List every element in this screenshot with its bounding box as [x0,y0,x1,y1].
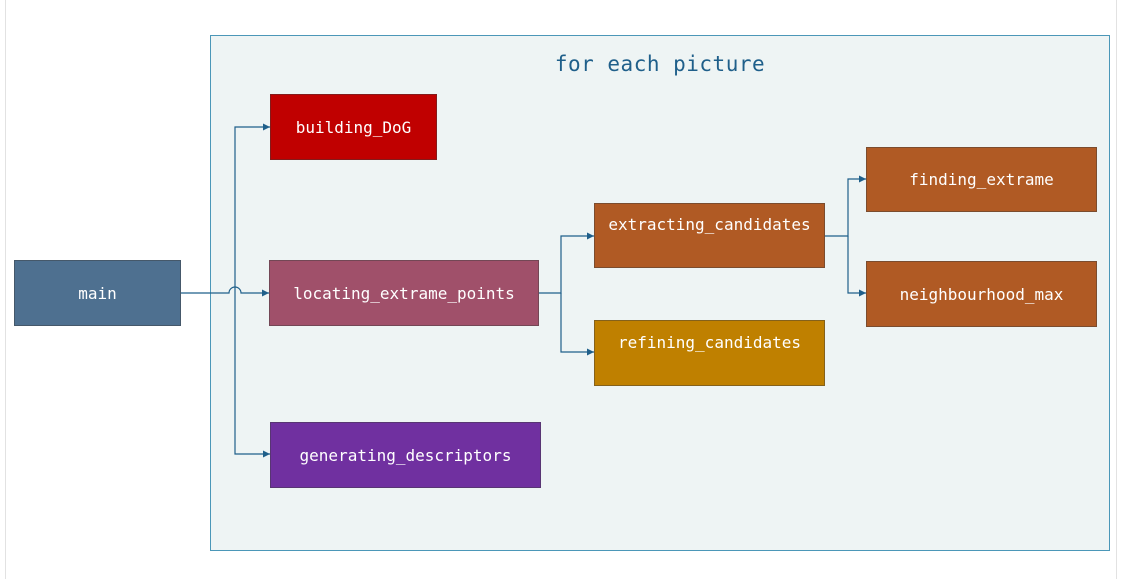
node-finding-extrame[interactable]: finding_extrame [866,147,1097,212]
node-neighbourhood-max-label: neighbourhood_max [899,284,1064,304]
page-frame [5,0,1117,579]
node-main-label: main [78,283,117,303]
node-neighbourhood-max[interactable]: neighbourhood_max [866,261,1097,327]
node-finding-extrame-label: finding_extrame [909,170,1054,189]
node-generating-descriptors[interactable]: generating_descriptors [270,422,541,488]
node-main[interactable]: main [14,260,181,326]
container-title: for each picture [554,52,766,76]
node-locating-extrame-points[interactable]: locating_extrame_points [269,260,539,326]
node-locating-extrame-points-label: locating_extrame_points [293,283,515,303]
node-refining-candidates-label: refining_candidates [617,333,802,352]
node-generating-descriptors-label: generating_descriptors [299,445,512,465]
node-extracting-candidates[interactable]: extracting_candidates [594,203,825,268]
node-extracting-candidates-label: extracting_candidates [608,215,811,234]
node-building-dog[interactable]: building_DoG [270,94,437,160]
node-building-dog-label: building_DoG [295,117,412,137]
node-refining-candidates[interactable]: refining_candidates [594,320,825,386]
